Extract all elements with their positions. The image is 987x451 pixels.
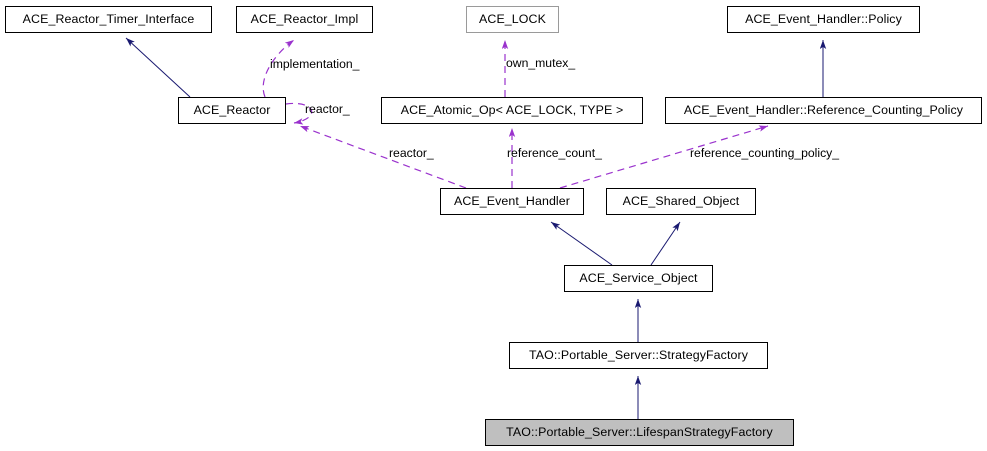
node-ace-event-handler-reference-counting-policy[interactable]: ACE_Event_Handler::Reference_Counting_Po… xyxy=(665,97,982,124)
node-ace-event-handler[interactable]: ACE_Event_Handler xyxy=(440,188,584,215)
edge-event-handler-reactor xyxy=(299,125,467,189)
edge-service-object-to-event-handler xyxy=(550,221,613,266)
node-ace-shared-object[interactable]: ACE_Shared_Object xyxy=(606,188,756,215)
edge-service-object-to-shared-object xyxy=(650,221,681,266)
edge-reactor-implementation xyxy=(262,39,295,98)
node-label: TAO::Portable_Server::LifespanStrategyFa… xyxy=(506,425,773,440)
node-ace-event-handler-policy[interactable]: ACE_Event_Handler::Policy xyxy=(727,6,920,33)
edge-label-reactor-self: reactor_ xyxy=(305,102,350,116)
edge-event-handler-refcount-policy xyxy=(559,125,769,189)
node-label: ACE_Reactor xyxy=(193,103,271,118)
node-label: ACE_Reactor_Impl xyxy=(250,12,359,27)
node-label: ACE_Event_Handler::Policy xyxy=(745,12,902,27)
edge-label-reactor: reactor_ xyxy=(389,146,434,160)
node-ace-atomic-op[interactable]: ACE_Atomic_Op< ACE_LOCK, TYPE > xyxy=(381,97,643,124)
node-ace-reactor[interactable]: ACE_Reactor xyxy=(178,97,286,124)
node-label: ACE_Event_Handler xyxy=(453,194,571,209)
node-tao-portable-server-strategyfactory[interactable]: TAO::Portable_Server::StrategyFactory xyxy=(509,342,768,369)
edge-label-reference-counting-policy: reference_counting_policy_ xyxy=(690,146,840,160)
node-ace-reactor-impl[interactable]: ACE_Reactor_Impl xyxy=(236,6,373,33)
node-ace-service-object[interactable]: ACE_Service_Object xyxy=(564,265,713,292)
node-tao-portable-server-lifespanstrategyfactory[interactable]: TAO::Portable_Server::LifespanStrategyFa… xyxy=(485,419,794,446)
node-label: ACE_Atomic_Op< ACE_LOCK, TYPE > xyxy=(400,103,624,118)
edge-label-reference-count: reference_count_ xyxy=(507,146,602,160)
node-label: TAO::Portable_Server::StrategyFactory xyxy=(528,348,748,363)
node-label: ACE_Shared_Object xyxy=(622,194,740,209)
node-label: ACE_Event_Handler::Reference_Counting_Po… xyxy=(683,103,964,118)
edge-label-implementation: implementation_ xyxy=(270,57,360,71)
node-label: ACE_Reactor_Timer_Interface xyxy=(22,12,195,27)
node-ace-lock[interactable]: ACE_LOCK xyxy=(466,6,559,33)
node-ace-reactor-timer-interface[interactable]: ACE_Reactor_Timer_Interface xyxy=(5,6,212,33)
node-label: ACE_LOCK xyxy=(479,12,546,27)
node-label: ACE_Service_Object xyxy=(579,271,698,286)
edge-label-own-mutex: own_mutex_ xyxy=(506,56,576,70)
edge-reactor-self-reactor xyxy=(285,102,313,125)
edge-reactor-to-timer-interface xyxy=(125,37,191,98)
